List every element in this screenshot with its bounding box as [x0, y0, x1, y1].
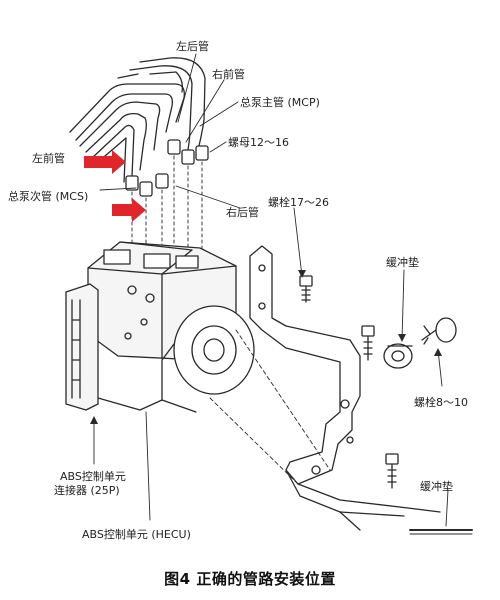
red-arrow-secondary [112, 198, 146, 222]
buffer-pad-part [383, 343, 413, 369]
mounting-bracket [209, 245, 473, 535]
red-arrow-left-front [84, 150, 126, 174]
label-buffer-pad-top: 缓冲垫 [386, 256, 419, 269]
leader-lines [93, 53, 449, 527]
bolt-8-10-part [421, 317, 457, 345]
label-buffer-pad-bottom: 缓冲垫 [420, 480, 453, 493]
label-left-rear-pipe: 左后管 [176, 40, 209, 53]
bolt-17-26-part [299, 275, 313, 303]
label-master-secondary-pipe: 总泵次管 (MCS) [8, 190, 89, 203]
label-right-rear-pipe: 右后管 [226, 206, 259, 219]
pipe-fitting-nuts [125, 139, 209, 197]
abs-hecu-unit [65, 241, 255, 413]
label-right-front-pipe: 右前管 [212, 68, 245, 81]
label-abs-unit: ABS控制单元 (HECU) [82, 528, 191, 541]
label-master-main-pipe: 总泵主管 (MCP) [240, 96, 320, 109]
brake-pipes [69, 57, 206, 183]
label-bolt-8-10: 螺栓8～10 [414, 396, 468, 409]
label-abs-connector-line2: 连接器 (25P) [54, 484, 120, 497]
leader-arrowheads [90, 270, 442, 424]
label-nut-torque: 螺母12～16 [228, 136, 289, 149]
bolt-upper-right-part [361, 325, 375, 361]
figure-caption: 图4 正确的管路安装位置 [164, 570, 336, 588]
bolt-lower-right-part [385, 453, 399, 489]
label-bolt-17-26: 螺栓17～26 [268, 196, 329, 209]
label-abs-connector-line1: ABS控制单元 [60, 470, 126, 483]
label-left-front-pipe: 左前管 [32, 152, 65, 165]
